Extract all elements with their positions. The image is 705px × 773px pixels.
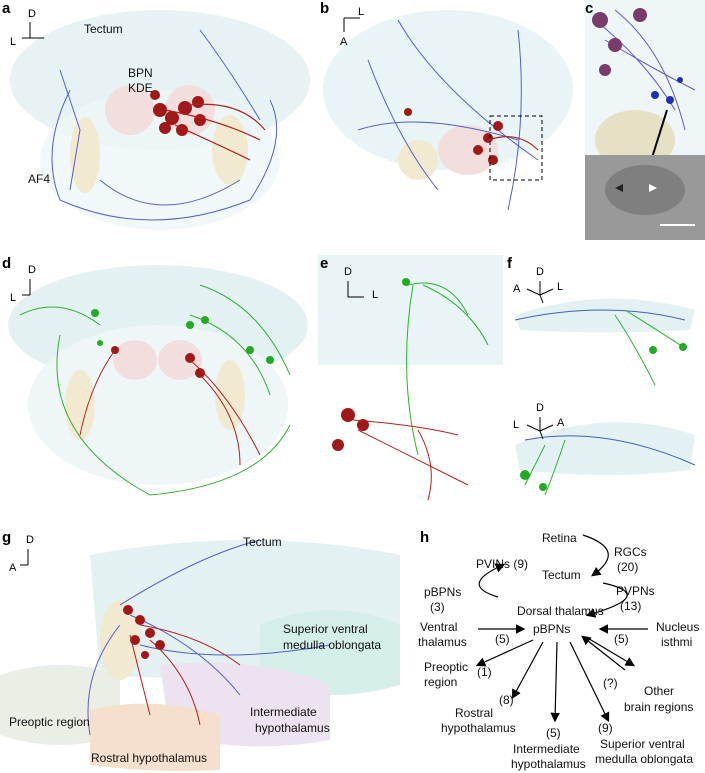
axis-l: L bbox=[358, 6, 365, 18]
node-pvpns-2: (13) bbox=[620, 599, 642, 613]
node-nucleus-n: (5) bbox=[614, 632, 629, 646]
axis-a: A bbox=[9, 562, 17, 574]
panel-b-label: b bbox=[320, 0, 330, 17]
panel-a-label: a bbox=[2, 0, 11, 17]
axis-l: L bbox=[372, 289, 379, 301]
axis-l: L bbox=[10, 36, 17, 48]
node-rostral-n: (8) bbox=[499, 693, 514, 707]
panel-c-label: c bbox=[585, 0, 594, 17]
node-svmo-1: Superior ventral bbox=[600, 737, 685, 751]
axis-arrows bbox=[526, 281, 554, 440]
node-rostral-1: Rostral bbox=[455, 706, 494, 720]
axis-d: D bbox=[28, 264, 36, 276]
node-pbpns-left-1: pBPNs bbox=[424, 585, 462, 599]
panel-g-render bbox=[0, 539, 400, 771]
label-inter-2: hypothalamus bbox=[255, 721, 330, 735]
panel-h-label: h bbox=[420, 529, 430, 546]
node-preoptic-1: Preoptic bbox=[424, 660, 469, 674]
axis-a: A bbox=[340, 36, 348, 48]
label-tectum: Tectum bbox=[84, 22, 123, 36]
panel-d: d D L bbox=[0, 255, 315, 510]
node-preoptic-2: region bbox=[424, 675, 458, 689]
axis-arrows bbox=[343, 17, 360, 32]
panel-h-arrows bbox=[475, 534, 648, 723]
label-svmo-1: Superior ventral bbox=[283, 622, 368, 636]
panel-h: h Retina RGCs (20) PVINs (9) Tectum PVPN… bbox=[418, 525, 705, 773]
node-inter-2: hypothalamus bbox=[511, 757, 586, 771]
node-dorsal-thalamus: Dorsal thalamus bbox=[517, 604, 604, 618]
label-preoptic: Preoptic region bbox=[9, 715, 90, 729]
node-ventral-n: (5) bbox=[495, 632, 510, 646]
panel-e-label: e bbox=[320, 255, 329, 272]
node-rostral-2: hypothalamus bbox=[441, 721, 516, 735]
panel-f-label: f bbox=[507, 255, 512, 272]
axis-arrows bbox=[22, 279, 31, 296]
panel-b: b L A bbox=[318, 0, 580, 240]
panel-e: e D L bbox=[318, 255, 503, 510]
panel-a: a D L Tectum BPN KDE AF4 bbox=[0, 0, 315, 240]
panel-f-render bbox=[514, 298, 696, 496]
node-rgcs-1: RGCs bbox=[614, 545, 647, 559]
node-retina: Retina bbox=[542, 531, 577, 545]
panel-g: g D A Tectum Superior ventral medulla ob… bbox=[0, 525, 415, 773]
axis-arrows bbox=[22, 22, 44, 39]
panel-f: f D A L D L A bbox=[505, 255, 705, 510]
node-nucleus-1: Nucleus bbox=[656, 620, 700, 634]
node-ventral-1: Ventral bbox=[420, 620, 458, 634]
axis-a-top: A bbox=[513, 283, 521, 295]
panel-g-label: g bbox=[2, 529, 12, 546]
node-inter-n: (5) bbox=[546, 726, 561, 740]
node-other-n: (?) bbox=[603, 676, 618, 690]
axis-a-bottom: A bbox=[557, 417, 565, 429]
axis-d: D bbox=[26, 534, 34, 546]
axis-arrows bbox=[347, 281, 364, 298]
axis-d: D bbox=[28, 8, 36, 20]
panel-b-render bbox=[323, 10, 573, 211]
axis-d-top: D bbox=[536, 266, 544, 278]
axis-d-bottom: D bbox=[536, 402, 544, 414]
label-svmo-2: medulla oblongata bbox=[283, 638, 382, 652]
panel-c: c bbox=[585, 0, 705, 240]
node-svmo-n: (9) bbox=[598, 721, 613, 735]
panel-d-render bbox=[8, 265, 308, 496]
node-pvins: PVINs (9) bbox=[476, 557, 529, 571]
panel-a-render bbox=[10, 10, 310, 230]
panel-c-render bbox=[585, 0, 705, 240]
node-svmo-2: medulla oblongata bbox=[595, 752, 694, 766]
axis-l: L bbox=[10, 292, 17, 304]
node-tectum: Tectum bbox=[542, 568, 581, 582]
panel-d-label: d bbox=[2, 255, 12, 272]
axis-d: D bbox=[344, 266, 352, 278]
node-preoptic-n: (1) bbox=[477, 665, 492, 679]
axis-arrows bbox=[20, 549, 29, 566]
axis-l-top: L bbox=[557, 281, 564, 293]
node-other-2: brain regions bbox=[624, 700, 694, 714]
label-kde: KDE bbox=[128, 81, 153, 95]
label-bpn: BPN bbox=[128, 66, 153, 80]
node-pbpns-center: pBPNs bbox=[533, 622, 571, 636]
node-rgcs-2: (20) bbox=[617, 560, 639, 574]
label-rostral: Rostral hypothalamus bbox=[91, 751, 208, 765]
node-pbpns-left-2: (3) bbox=[430, 600, 445, 614]
node-other-1: Other bbox=[644, 684, 675, 698]
axis-l-bottom: L bbox=[513, 419, 520, 431]
node-inter-1: Intermediate bbox=[513, 742, 580, 756]
label-inter-1: Intermediate bbox=[250, 705, 317, 719]
node-pvpns-1: PVPNs bbox=[616, 584, 655, 598]
node-ventral-2: thalamus bbox=[418, 635, 467, 649]
label-af4: AF4 bbox=[28, 172, 51, 186]
panel-e-render bbox=[318, 255, 503, 501]
node-nucleus-2: isthmi bbox=[661, 635, 693, 649]
label-tectum: Tectum bbox=[243, 535, 282, 549]
